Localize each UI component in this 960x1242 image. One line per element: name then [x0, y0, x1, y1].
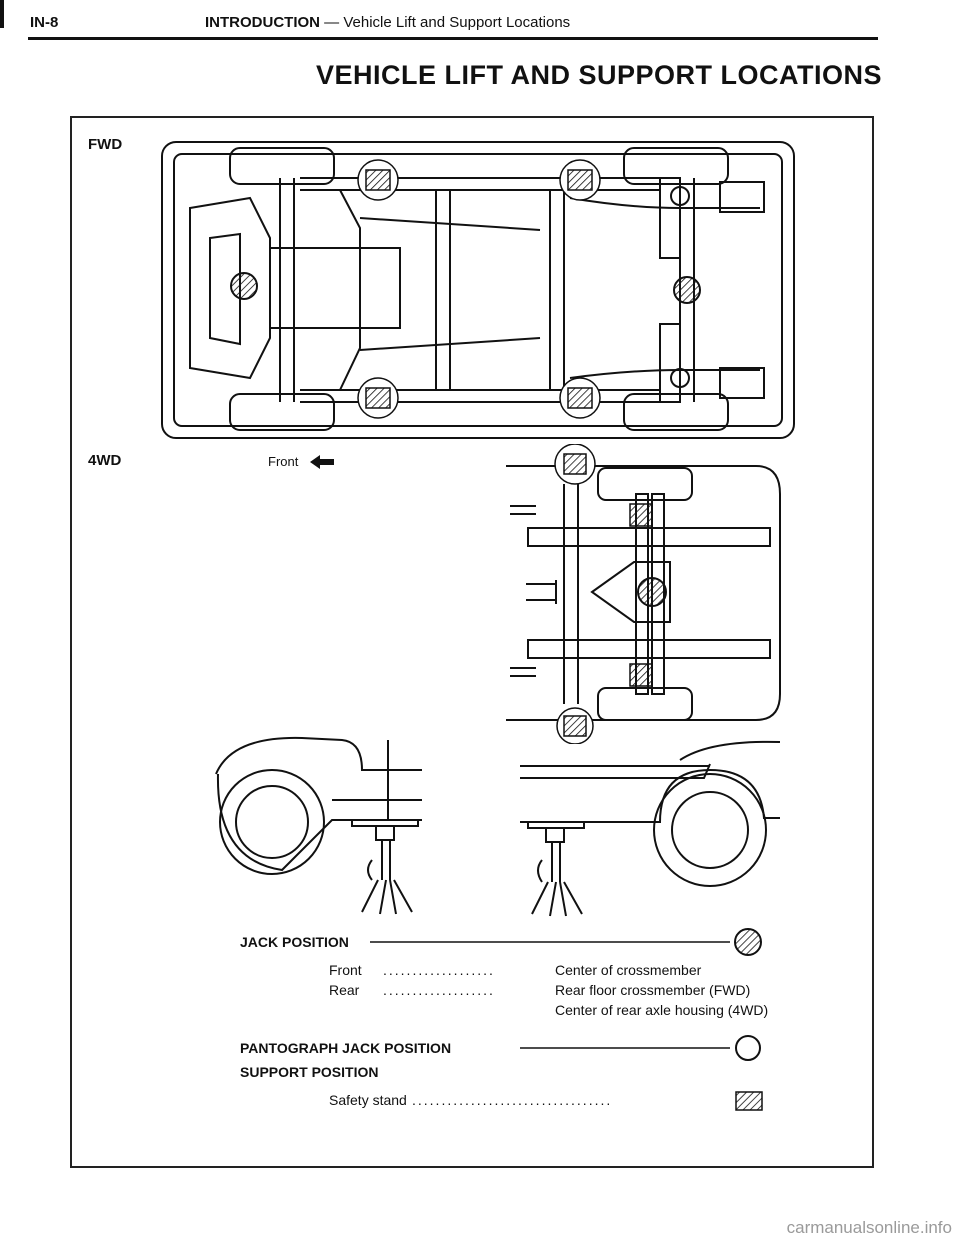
- front-label: Front: [329, 962, 362, 978]
- section-name: INTRODUCTION: [205, 14, 320, 31]
- rear-label: Rear: [329, 982, 360, 998]
- hatched-box-icon: [735, 1091, 763, 1111]
- page-number: IN-8: [30, 14, 59, 31]
- safety-stand-label: Safety stand: [329, 1092, 407, 1108]
- support-position-heading: SUPPORT POSITION: [240, 1064, 379, 1080]
- page-title: VEHICLE LIFT AND SUPPORT LOCATIONS: [316, 60, 883, 90]
- fwd-label: FWD: [88, 136, 123, 153]
- page-edge-mark: [0, 0, 4, 28]
- jack-position-leader: [370, 928, 762, 956]
- front-leader-dots: ...................: [383, 962, 495, 978]
- open-circle-icon: [735, 1035, 761, 1061]
- figure-frame: [70, 116, 874, 1168]
- section-header: INTRODUCTION — Vehicle Lift and Support …: [205, 14, 570, 31]
- section-subtitle: Vehicle Lift and Support Locations: [343, 14, 571, 31]
- jack-position-heading: JACK POSITION: [240, 934, 349, 950]
- rear-leader-dots: ...................: [383, 982, 495, 998]
- rear-stand-diagram: [520, 740, 780, 917]
- pantograph-heading: PANTOGRAPH JACK POSITION: [240, 1040, 452, 1056]
- section-dash: —: [320, 14, 344, 31]
- watermark: carmanualsonline.info: [786, 1218, 952, 1237]
- front-arrow-icon: [310, 455, 334, 469]
- rear-jack-description-4wd: Center of rear axle housing (4WD): [555, 1002, 769, 1018]
- header-rule: [28, 37, 878, 40]
- safety-leader-dots: ..................................: [412, 1092, 613, 1108]
- pantograph-leader: [520, 1035, 761, 1061]
- front-stand-diagram: [215, 736, 422, 915]
- front-jack-description: Center of crossmember: [555, 962, 702, 978]
- fwd-underbody-diagram: [161, 141, 795, 439]
- awd-rear-axle-diagram: [506, 444, 781, 744]
- front-direction-label: Front: [268, 454, 299, 469]
- support-points-fwd: [357, 159, 601, 419]
- hatched-circle-icon: [734, 928, 762, 956]
- awd-label: 4WD: [88, 452, 122, 469]
- rear-jack-description-fwd: Rear floor crossmember (FWD): [555, 982, 751, 998]
